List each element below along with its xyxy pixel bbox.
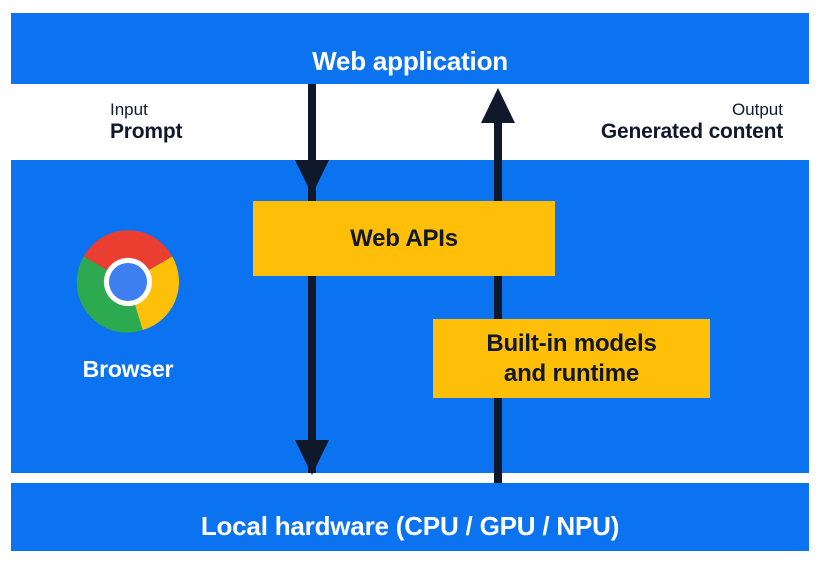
box-built-in-line-1: Built-in models xyxy=(486,330,657,358)
browser-group: Browser xyxy=(60,226,196,383)
band-web-application: Web application xyxy=(11,13,809,84)
box-web-apis-line: Web APIs xyxy=(350,224,458,252)
chrome-logo-icon xyxy=(76,230,180,333)
input-kind: Input xyxy=(110,100,148,119)
band-local-hardware: Local hardware (CPU / GPU / NPU) xyxy=(11,483,809,551)
arrow-up-shaft xyxy=(494,116,502,483)
box-built-in-models: Built-in models and runtime xyxy=(433,319,710,398)
arrow-down-icon xyxy=(295,440,329,475)
box-built-in-line-2: and runtime xyxy=(503,359,640,387)
web-application-title: Web application xyxy=(312,46,508,76)
box-web-apis: Web APIs xyxy=(253,201,555,276)
local-hardware-title: Local hardware (CPU / GPU / NPU) xyxy=(200,511,620,541)
browser-label: Browser xyxy=(82,356,174,382)
arrow-down-icon xyxy=(295,160,329,195)
arrow-up-icon xyxy=(481,88,515,123)
output-flow-label: Output Generated content xyxy=(601,100,783,144)
input-flow-label: Input Prompt xyxy=(110,100,183,144)
input-value: Prompt xyxy=(110,119,183,143)
output-value: Generated content xyxy=(600,119,783,143)
output-kind: Output xyxy=(731,100,783,119)
arrow-down-shaft xyxy=(308,84,316,473)
